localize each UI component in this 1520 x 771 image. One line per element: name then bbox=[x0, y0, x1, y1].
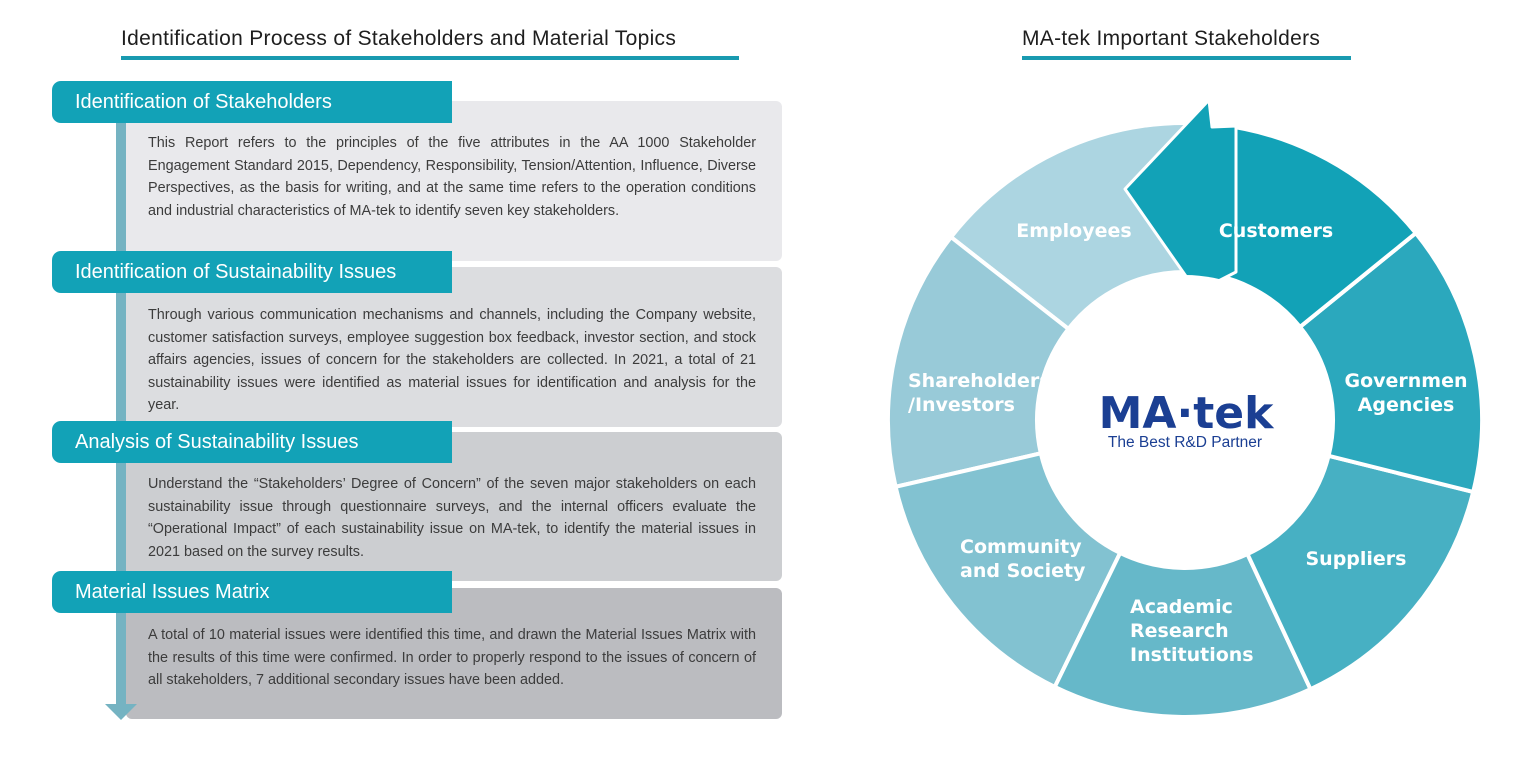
process-title: Identification Process of Stakeholders a… bbox=[121, 26, 739, 60]
stakeholder-label: Shareholders/Investors bbox=[908, 370, 1051, 416]
stakeholder-label: Customers bbox=[1219, 220, 1333, 242]
wheel-segment-suppliers bbox=[1244, 453, 1476, 692]
logo-tagline: The Best R&D Partner bbox=[1108, 434, 1262, 451]
step-description: Through various communication mechanisms… bbox=[148, 307, 756, 414]
step-heading: Identification of Stakeholders bbox=[52, 81, 452, 123]
flow-line bbox=[116, 108, 126, 706]
step-heading: Analysis of Sustainability Issues bbox=[52, 421, 452, 463]
step-heading: Material Issues Matrix bbox=[52, 571, 452, 613]
matek-logo: MA·tek The Best R&D Partner bbox=[1099, 388, 1275, 451]
wheel-center bbox=[1040, 275, 1330, 565]
stakeholder-label: Suppliers bbox=[1305, 548, 1406, 570]
flow-arrow-icon bbox=[105, 704, 137, 720]
step-description: A total of 10 material issues were ident… bbox=[148, 627, 756, 689]
wheel-segment-academic-institutions bbox=[1052, 550, 1314, 719]
stakeholders-title: MA-tek Important Stakeholders bbox=[1022, 26, 1351, 60]
stakeholder-label: Employees bbox=[1016, 220, 1131, 242]
wheel-segment-community-society bbox=[893, 450, 1123, 690]
step-panel bbox=[126, 101, 782, 261]
step-heading: Identification of Sustainability Issues bbox=[52, 251, 452, 293]
cycle-arrow-icon bbox=[1123, 98, 1238, 294]
step-description: This Report refers to the principles of … bbox=[148, 135, 756, 219]
wheel-segment-shareholders-investors bbox=[886, 234, 1072, 490]
process-flow: Identification of Stakeholders Identific… bbox=[52, 81, 782, 720]
step-description: Understand the “Stakeholders’ Degree of … bbox=[148, 476, 756, 560]
logo-wordmark: MA·tek bbox=[1099, 388, 1275, 439]
wheel-segment-customers bbox=[1185, 120, 1419, 330]
step-panel bbox=[126, 267, 782, 427]
wheel-segment-government-agencies bbox=[1297, 230, 1484, 495]
wheel-segment-employees bbox=[948, 120, 1193, 332]
